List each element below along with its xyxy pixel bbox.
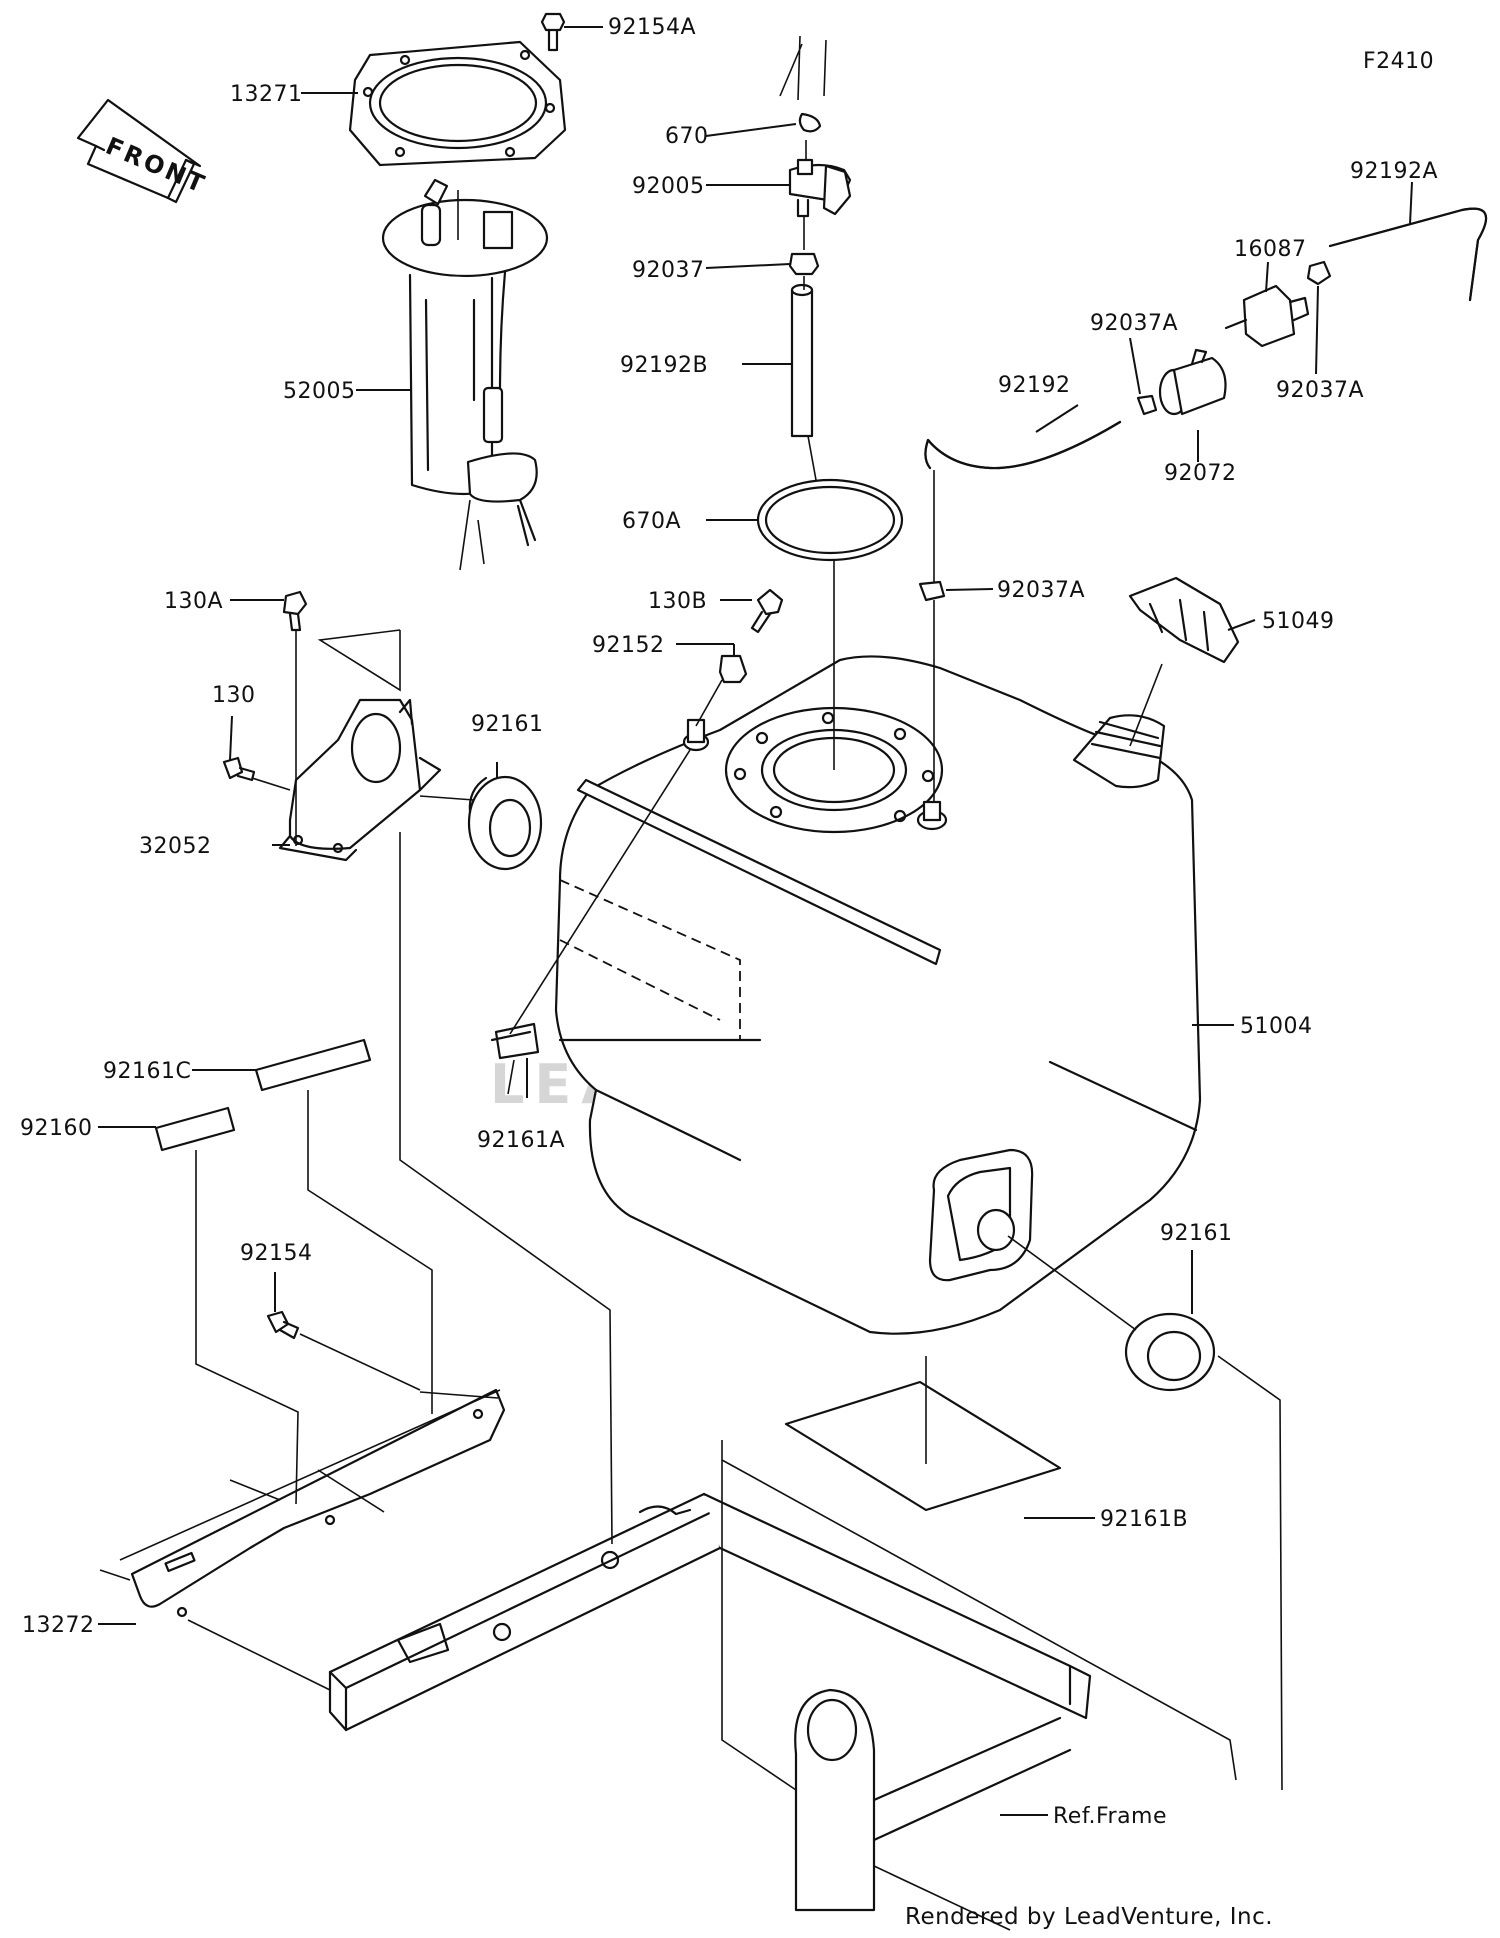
label-92192: 92192 xyxy=(998,373,1071,398)
bracket-13272 xyxy=(130,1388,506,1618)
label-51049: 51049 xyxy=(1262,609,1335,634)
label-92037A-a: 92037A xyxy=(1090,311,1178,336)
grommet-92161-upper xyxy=(467,775,543,871)
fuel-filter-16087 xyxy=(1224,284,1310,348)
label-92161A: 92161A xyxy=(477,1128,565,1153)
pad-92160 xyxy=(154,1106,236,1152)
label-92152: 92152 xyxy=(592,633,665,658)
label-130B: 130B xyxy=(648,589,707,614)
bolt-92154A xyxy=(540,12,566,52)
label-92037A-c: 92037A xyxy=(997,578,1085,603)
fuel-pump-assembly xyxy=(381,178,549,547)
label-13271: 13271 xyxy=(230,82,303,107)
bolt-130B xyxy=(750,588,784,634)
label-92154A: 92154A xyxy=(608,15,696,40)
front-arrow-icon: FRONT xyxy=(76,98,211,204)
fuel-pump-gasket xyxy=(348,40,567,167)
bracket-32052 xyxy=(278,698,442,862)
label-92192A: 92192A xyxy=(1350,159,1438,184)
part-labels: 92154A 13271 52005 670 92005 92037 92192… xyxy=(20,15,1438,1829)
label-92161C: 92161C xyxy=(103,1059,191,1084)
label-92005: 92005 xyxy=(632,174,705,199)
figure-code: F2410 xyxy=(1363,49,1434,74)
label-92192B: 92192B xyxy=(620,353,708,378)
label-670A: 670A xyxy=(622,509,681,534)
label-670: 670 xyxy=(665,124,709,149)
label-13272: 13272 xyxy=(22,1613,95,1638)
label-92161B: 92161B xyxy=(1100,1507,1188,1532)
clamp-92037A-mid xyxy=(1136,394,1158,416)
bolt-92154 xyxy=(266,1310,300,1340)
pad-92161A xyxy=(490,1022,540,1060)
pad-92161C xyxy=(254,1038,372,1092)
label-92037: 92037 xyxy=(632,258,705,283)
clamp-92037 xyxy=(788,252,820,276)
grommet-92161-lower xyxy=(1124,1312,1216,1392)
label-92160: 92160 xyxy=(20,1116,93,1141)
label-92072: 92072 xyxy=(1164,461,1237,486)
bolt-130 xyxy=(222,756,256,782)
fitting-92072 xyxy=(1158,348,1227,416)
pad-92161B xyxy=(784,1380,1062,1512)
label-130A: 130A xyxy=(164,589,223,614)
fitting-92005 xyxy=(788,158,852,218)
bushing-92152 xyxy=(718,654,748,684)
label-92161-b: 92161 xyxy=(1160,1221,1233,1246)
label-16087: 16087 xyxy=(1234,237,1307,262)
label-51004: 51004 xyxy=(1240,1014,1313,1039)
bolt-130A xyxy=(282,590,308,632)
fuel-cap-51049 xyxy=(1128,576,1240,664)
label-92154: 92154 xyxy=(240,1241,313,1266)
label-130: 130 xyxy=(212,683,256,708)
hose-92192 xyxy=(924,420,1122,470)
label-92161-a: 92161 xyxy=(471,712,544,737)
frame xyxy=(328,1492,1092,1912)
fuel-tank-51004 xyxy=(554,655,1202,1335)
o-ring-670A xyxy=(756,478,904,562)
leader-lines xyxy=(98,26,1413,1931)
credit-text: Rendered by LeadVenture, Inc. xyxy=(905,1904,1273,1930)
cap-670 xyxy=(798,112,822,133)
hose-92192A xyxy=(1328,207,1488,302)
label-ref-frame: Ref.Frame xyxy=(1053,1804,1167,1829)
label-92037A-b: 92037A xyxy=(1276,378,1364,403)
clamp-92037A-lower xyxy=(918,580,946,602)
label-32052: 32052 xyxy=(139,834,212,859)
clamp-92037A-upper xyxy=(1306,260,1332,286)
hose-92192B xyxy=(790,283,814,438)
label-52005: 52005 xyxy=(283,379,356,404)
